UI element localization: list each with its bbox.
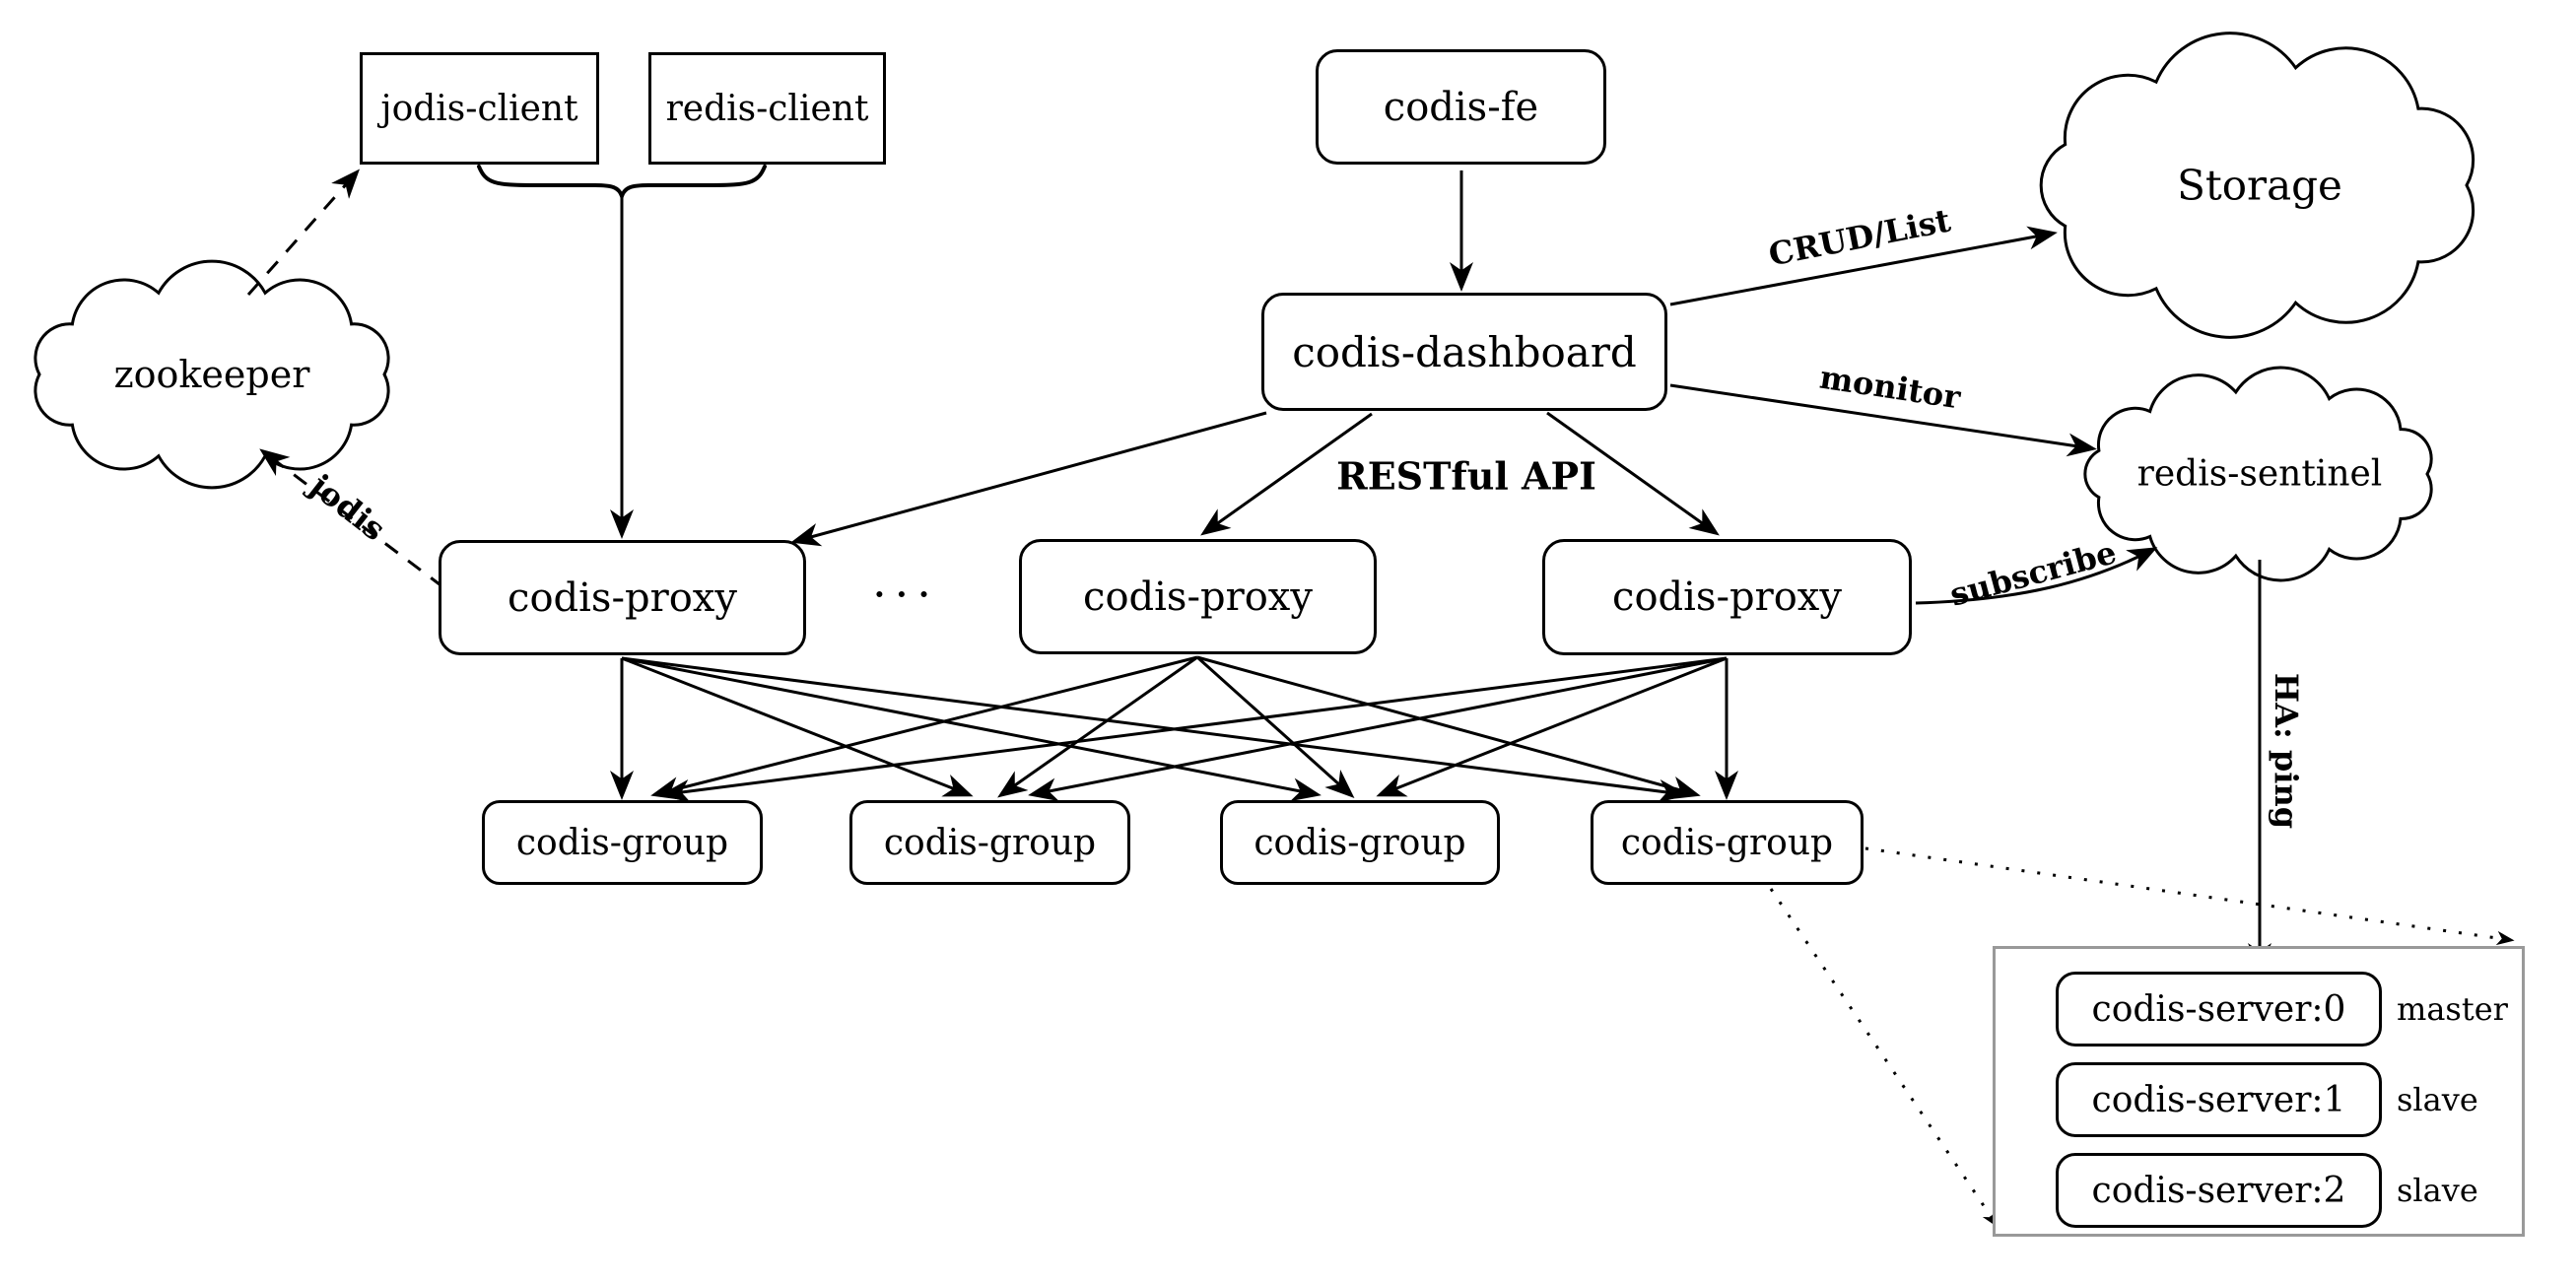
- codis-server-1-label: codis-server:1: [2091, 1079, 2346, 1120]
- codis-proxy-2-label: codis-proxy: [1083, 574, 1313, 620]
- codis-group-3-box: codis-group: [1220, 800, 1500, 885]
- storage-label: Storage: [2177, 161, 2342, 210]
- server-2-role: slave: [2397, 1172, 2478, 1209]
- edge-proxy2-group4: [1196, 655, 1701, 800]
- codis-proxy-3-label: codis-proxy: [1612, 574, 1842, 620]
- edge-dashboard-to-sentinel: [1669, 383, 2097, 457]
- proxy-ellipsis: ···: [872, 568, 939, 621]
- codis-proxy-1-label: codis-proxy: [508, 574, 737, 621]
- codis-group-1-label: codis-group: [515, 822, 729, 863]
- restful-api-label: RESTful API: [1336, 453, 1596, 499]
- codis-fe-label: codis-fe: [1383, 84, 1539, 130]
- edge-zookeeper-to-jodisclient: [246, 169, 360, 296]
- edge-dashboard-to-proxy3: [1546, 411, 1720, 536]
- codis-proxy-3-box: codis-proxy: [1542, 539, 1912, 655]
- codis-server-2-box: codis-server:2: [2056, 1153, 2382, 1228]
- edge-proxy1-group4: [621, 656, 1688, 803]
- edge-group4-to-container-top: [1864, 846, 2515, 946]
- clients-brace: [477, 165, 767, 203]
- edge-proxy3-group2: [1028, 656, 1728, 802]
- edge-proxy2-group1: [650, 655, 1198, 800]
- server-1-role: slave: [2397, 1081, 2478, 1118]
- ha-ping-edge-label: HA: ping: [2268, 672, 2305, 830]
- codis-group-3-label: codis-group: [1254, 822, 1466, 863]
- server-0-role: master: [2397, 990, 2508, 1028]
- codis-proxy-1-box: codis-proxy: [439, 540, 806, 655]
- codis-dashboard-box: codis-dashboard: [1261, 293, 1667, 411]
- edge-proxy3-group1: [660, 656, 1728, 803]
- codis-group-1-box: codis-group: [482, 800, 763, 885]
- codis-dashboard-label: codis-dashboard: [1292, 327, 1637, 376]
- edge-group4-to-container-bottom: [1769, 888, 2000, 1228]
- codis-server-0-box: codis-server:0: [2056, 972, 2382, 1047]
- codis-server-2-label: codis-server:2: [2091, 1170, 2346, 1211]
- zookeeper-label: zookeeper: [113, 353, 310, 396]
- edge-proxy2-group2: [997, 655, 1198, 798]
- redis-sentinel-label: redis-sentinel: [2136, 453, 2383, 495]
- codis-server-1-box: codis-server:1: [2056, 1062, 2382, 1137]
- codis-proxy-2-box: codis-proxy: [1019, 539, 1377, 654]
- codis-group-4-box: codis-group: [1591, 800, 1864, 885]
- sentinel-cloud-shape: [2083, 366, 2433, 582]
- edge-dashboard-to-storage: [1669, 226, 2058, 306]
- edge-proxy1-to-zookeeper: [259, 448, 444, 589]
- edge-proxy3-to-sentinel: [1915, 547, 2158, 605]
- storage-cloud-shape: [2039, 32, 2475, 339]
- edge-proxy3-group3: [1376, 656, 1728, 797]
- jodis-client-label: jodis-client: [380, 88, 578, 129]
- redis-client-label: redis-client: [665, 88, 869, 129]
- edge-dashboard-to-proxy2: [1200, 412, 1373, 536]
- codis-group-2-label: codis-group: [883, 822, 1097, 863]
- edge-proxy2-group3: [1195, 655, 1355, 799]
- codis-group-2-box: codis-group: [849, 800, 1130, 885]
- edge-dashboard-to-proxy1: [790, 411, 1267, 547]
- edge-proxy1-group3: [621, 656, 1322, 802]
- jodis-client-box: jodis-client: [360, 52, 599, 165]
- codis-server-0-label: codis-server:0: [2091, 988, 2346, 1030]
- redis-client-box: redis-client: [648, 52, 886, 165]
- edge-proxy1-group2: [621, 656, 974, 797]
- codis-fe-box: codis-fe: [1316, 49, 1606, 165]
- codis-group-4-label: codis-group: [1620, 822, 1834, 863]
